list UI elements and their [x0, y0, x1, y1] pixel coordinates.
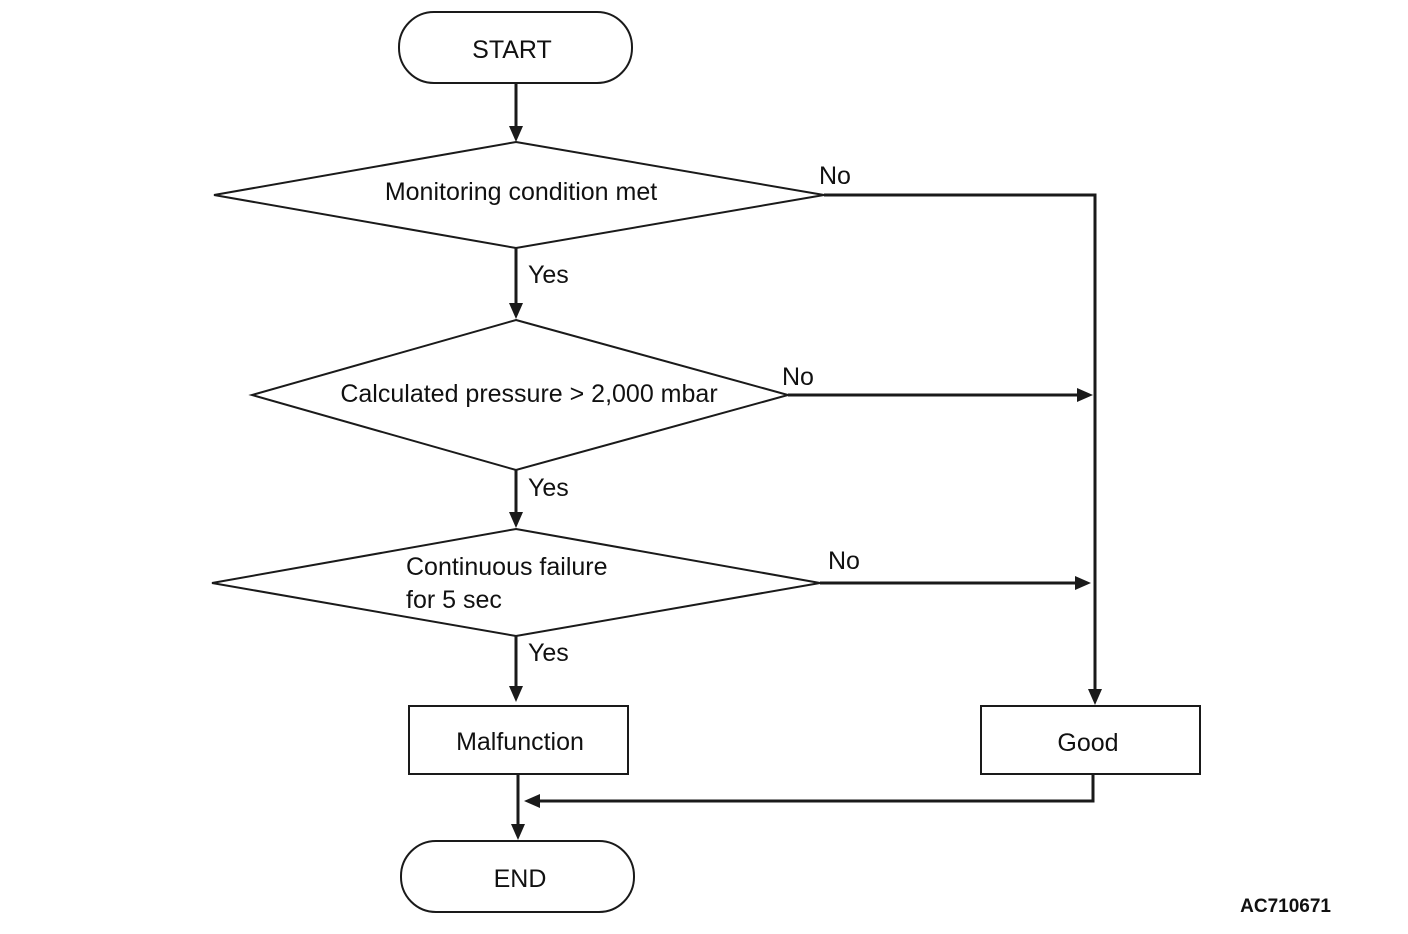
start-label: START	[472, 36, 552, 64]
decision-calculated-pressure-label: Calculated pressure > 2,000 mbar	[340, 380, 717, 408]
arrowhead-decision2-no	[1077, 388, 1093, 402]
arrowhead-decision3-in	[509, 512, 523, 528]
decision2-no-label: No	[782, 363, 814, 391]
end-label: END	[494, 865, 547, 893]
decision2-yes-label: Yes	[528, 474, 569, 502]
arrowhead-decision3-no	[1075, 576, 1091, 590]
decision-continuous-failure-label-line2: for 5 sec	[406, 586, 502, 614]
good-label: Good	[1057, 729, 1118, 757]
malfunction-label: Malfunction	[456, 728, 584, 756]
good-box	[980, 705, 1201, 775]
connector-good-to-end	[538, 774, 1095, 803]
arrowhead-decision1-in	[509, 126, 523, 142]
connector-decision1-no-to-good	[824, 193, 1097, 690]
decision-monitoring-condition-label: Monitoring condition met	[385, 178, 657, 206]
arrowhead-good-in	[1088, 689, 1102, 705]
decision-continuous-failure	[211, 527, 821, 638]
figure-reference-code: AC710671	[1240, 896, 1331, 917]
arrowhead-malfunction-in	[509, 686, 523, 702]
end-terminator	[400, 840, 635, 913]
arrowhead-merge	[524, 794, 540, 808]
arrowhead-end-in	[511, 824, 525, 840]
decision1-yes-label: Yes	[528, 261, 569, 289]
decision-continuous-failure-label-line1: Continuous failure	[406, 553, 608, 581]
malfunction-box	[408, 705, 629, 775]
arrowhead-decision2-in	[509, 303, 523, 319]
decision3-no-label: No	[828, 547, 860, 575]
decision3-yes-label: Yes	[528, 639, 569, 667]
decision1-no-label: No	[819, 162, 851, 190]
